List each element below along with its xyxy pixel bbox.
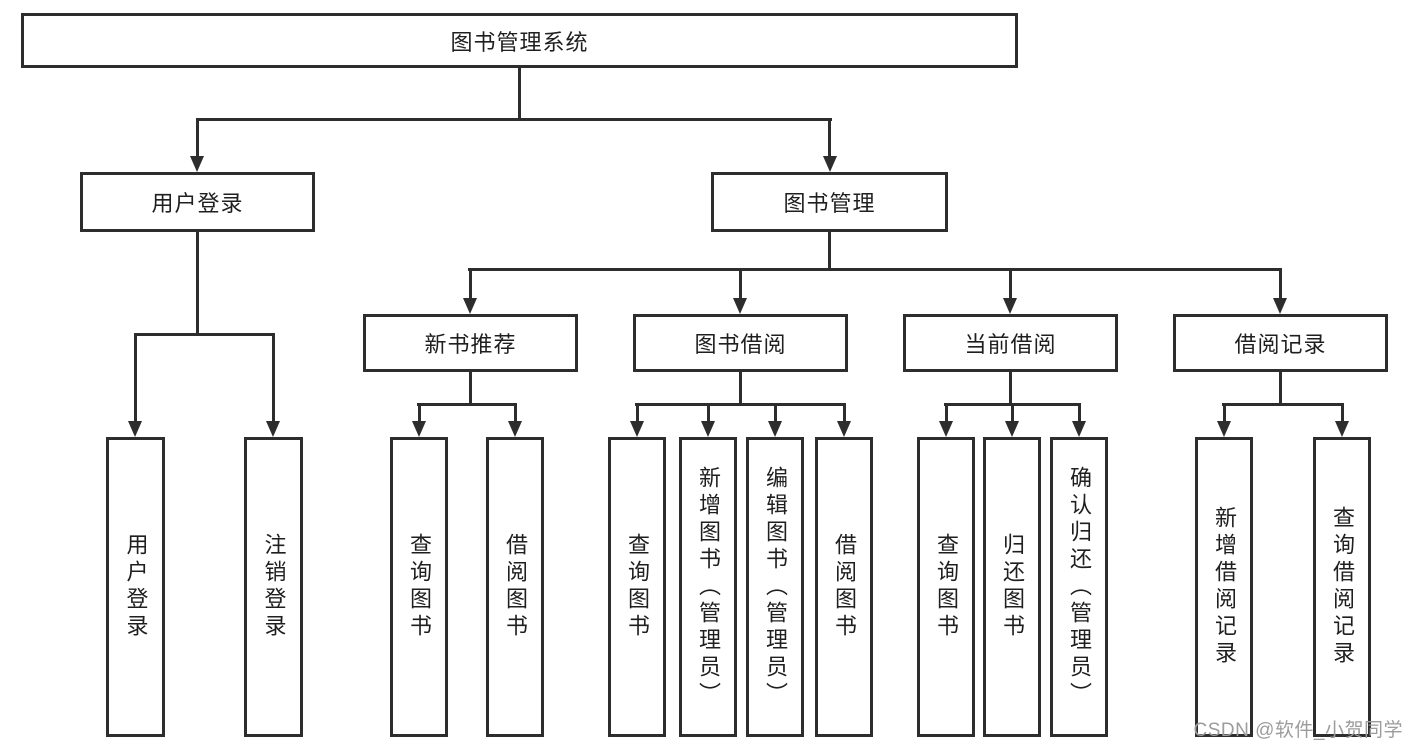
connector-drop-leaf bbox=[134, 333, 137, 423]
node-book-management: 图书管理 bbox=[711, 172, 948, 232]
arrow-down-icon bbox=[1217, 421, 1231, 437]
arrow-down-icon bbox=[463, 298, 477, 314]
connector-drop-leaf bbox=[636, 403, 639, 423]
connector-root-stem bbox=[518, 68, 521, 120]
leaf-borrow-books: 借阅图书 bbox=[486, 437, 544, 737]
arrow-down-icon bbox=[768, 421, 782, 437]
node-borrowing-records: 借阅记录 bbox=[1173, 314, 1388, 372]
leaf-query-borrow-record: 查询借阅记录 bbox=[1313, 437, 1371, 737]
arrow-down-icon bbox=[630, 421, 644, 437]
connector-drop-user-login bbox=[196, 118, 199, 158]
connector-drop-current-borrow bbox=[1009, 268, 1012, 300]
connector-drop-leaf bbox=[418, 403, 421, 423]
connector-drop-borrow-record bbox=[1279, 268, 1282, 300]
connector-root-rail bbox=[196, 118, 832, 121]
leaf-add-borrow-record: 新增借阅记录 bbox=[1195, 437, 1253, 737]
leaf-query-books: 查询图书 bbox=[608, 437, 666, 737]
leaf-edit-books-admin: 编辑图书（管理员） bbox=[746, 437, 804, 737]
arrow-down-icon bbox=[733, 298, 747, 314]
connector-book-borrow-rail bbox=[635, 403, 846, 406]
leaf-logout: 注销登录 bbox=[244, 437, 303, 737]
node-current-borrowing: 当前借阅 bbox=[903, 314, 1118, 372]
arrow-down-icon bbox=[128, 421, 142, 437]
connector-drop-leaf bbox=[1341, 403, 1344, 423]
watermark: CSDN @软件_小贺同学 bbox=[1193, 720, 1403, 741]
connector-book-mgmt-rail bbox=[468, 268, 1282, 271]
arrow-down-icon bbox=[1003, 298, 1017, 314]
arrow-down-icon bbox=[837, 421, 851, 437]
connector-current-borrow-stem bbox=[1009, 372, 1012, 406]
connector-drop-leaf bbox=[272, 333, 275, 423]
arrow-down-icon bbox=[823, 156, 837, 172]
arrow-down-icon bbox=[1335, 421, 1349, 437]
connector-drop-leaf bbox=[1011, 403, 1014, 423]
connector-new-book-stem bbox=[469, 372, 472, 406]
arrow-down-icon bbox=[412, 421, 426, 437]
connector-new-book-rail bbox=[417, 403, 517, 406]
leaf-borrow-books: 借阅图书 bbox=[815, 437, 873, 737]
leaf-add-books-admin: 新增图书（管理员） bbox=[679, 437, 737, 737]
arrow-down-icon bbox=[939, 421, 953, 437]
connector-user-login-rail bbox=[134, 333, 274, 336]
leaf-user-login: 用户登录 bbox=[106, 437, 165, 737]
node-book-borrowing: 图书借阅 bbox=[633, 314, 848, 372]
leaf-confirm-return-admin: 确认归还（管理员） bbox=[1050, 437, 1108, 737]
node-user-login: 用户登录 bbox=[80, 172, 315, 232]
arrow-down-icon bbox=[701, 421, 715, 437]
node-new-book-recommend: 新书推荐 bbox=[363, 314, 578, 372]
connector-drop-leaf bbox=[843, 403, 846, 423]
connector-drop-leaf bbox=[1223, 403, 1226, 423]
node-root-library-system: 图书管理系统 bbox=[21, 13, 1018, 68]
connector-drop-leaf bbox=[945, 403, 948, 423]
connector-drop-leaf bbox=[707, 403, 710, 423]
arrow-down-icon bbox=[266, 421, 280, 437]
connector-drop-book-mgmt bbox=[828, 118, 831, 158]
connector-borrow-record-stem bbox=[1279, 372, 1282, 406]
arrow-down-icon bbox=[190, 156, 204, 172]
leaf-query-books: 查询图书 bbox=[917, 437, 975, 737]
connector-user-login-stem bbox=[196, 232, 199, 336]
arrow-down-icon bbox=[508, 421, 522, 437]
arrow-down-icon bbox=[1273, 298, 1287, 314]
connector-book-borrow-stem bbox=[739, 372, 742, 406]
connector-book-mgmt-stem bbox=[828, 232, 831, 271]
connector-borrow-record-rail bbox=[1222, 403, 1344, 406]
arrow-down-icon bbox=[1072, 421, 1086, 437]
leaf-return-books: 归还图书 bbox=[983, 437, 1041, 737]
arrow-down-icon bbox=[1005, 421, 1019, 437]
connector-drop-new-book bbox=[469, 268, 472, 300]
connector-drop-book-borrow bbox=[739, 268, 742, 300]
leaf-query-books: 查询图书 bbox=[390, 437, 448, 737]
connector-drop-leaf bbox=[1078, 403, 1081, 423]
connector-drop-leaf bbox=[514, 403, 517, 423]
connector-drop-leaf bbox=[774, 403, 777, 423]
